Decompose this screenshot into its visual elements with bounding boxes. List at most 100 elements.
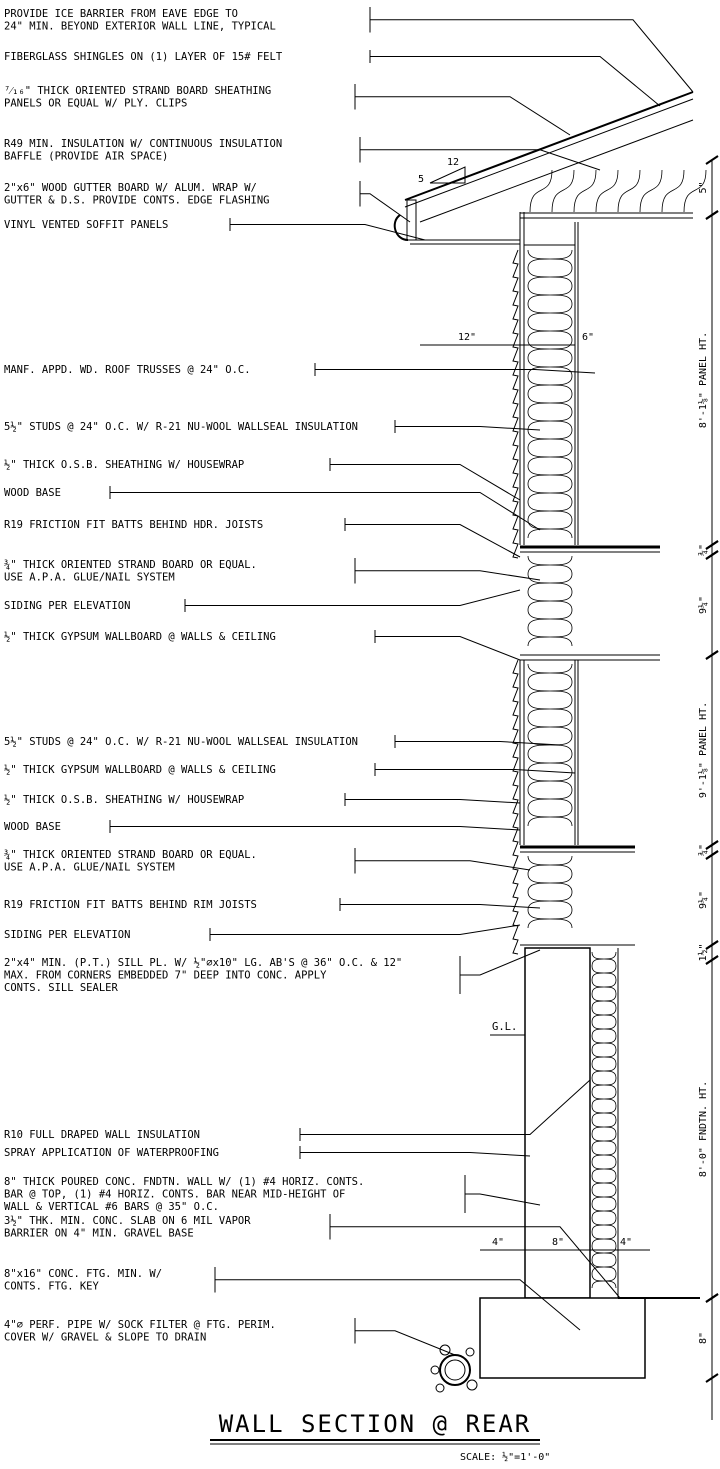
note-10-leader: [110, 492, 541, 531]
note-26: 3½" THK. MIN. CONC. SLAB ON 6 MIL VAPORB…: [4, 1214, 621, 1299]
middle-wall: [512, 659, 579, 955]
dim-wall-offset: 6": [582, 332, 594, 343]
note-3-leader: [355, 96, 571, 136]
note-5-leader: [360, 193, 411, 223]
upper-wall: [512, 212, 579, 559]
note-15-line-1: 5½" STUDS @ 24" O.C. W/ R-21 NU-WOOL WAL…: [4, 736, 358, 748]
note-6: VINYL VENTED SOFFIT PANELS: [4, 218, 426, 241]
note-13-line-1: SIDING PER ELEVATION: [4, 600, 130, 612]
note-17-leader: [345, 799, 521, 804]
note-18-leader: [110, 826, 521, 831]
note-9-leader: [330, 464, 521, 501]
note-15: 5½" STUDS @ 24" O.C. W/ R-21 NU-WOOL WAL…: [4, 735, 561, 748]
note-21-line-1: SIDING PER ELEVATION: [4, 929, 130, 941]
note-2-line-1: FIBERGLASS SHINGLES ON (1) LAYER OF 15# …: [4, 51, 283, 63]
slope-run: 12: [447, 157, 459, 168]
note-19: ¾" THICK ORIENTED STRAND BOARD OR EQUAL.…: [4, 848, 531, 874]
note-5-line-1: 2"x6" WOOD GUTTER BOARD W/ ALUM. WRAP W/: [4, 182, 257, 194]
vdim-label-6: ¾": [697, 844, 709, 856]
dim-ftg-right: 4": [620, 1237, 632, 1248]
note-28-line-1: 4"⌀ PERF. PIPE W/ SOCK FILTER @ FTG. PER…: [4, 1319, 276, 1331]
note-25-line-1: 8" THICK POURED CONC. FNDTN. WALL W/ (1)…: [4, 1176, 364, 1188]
floor-system-1: [520, 545, 660, 661]
note-12: ¾" THICK ORIENTED STRAND BOARD OR EQUAL.…: [4, 558, 541, 584]
note-11: R19 FRICTION FIT BATTS BEHIND HDR. JOIST…: [4, 518, 521, 558]
note-22: 2"x4" MIN. (P.T.) SILL PL. W/ ½"⌀x10" LG…: [4, 949, 541, 994]
note-28: 4"⌀ PERF. PIPE W/ SOCK FILTER @ FTG. PER…: [4, 1318, 456, 1356]
note-16: ½" THICK GYPSUM WALLBOARD @ WALLS & CEIL…: [4, 763, 576, 776]
note-19-line-2: USE A.P.A. GLUE/NAIL SYSTEM: [4, 862, 175, 874]
title-block: WALL SECTION @ REAR SCALE: ½"=1'-0": [210, 1410, 550, 1463]
note-26-line-1: 3½" THK. MIN. CONC. SLAB ON 6 MIL VAPOR: [4, 1215, 251, 1227]
note-27: 8"x16" CONC. FTG. MIN. W/CONTS. FTG. KEY: [4, 1267, 581, 1331]
note-14-leader: [375, 636, 521, 661]
horizontal-dimensions: 12" 6" 4" 8" 4": [420, 332, 650, 1251]
note-4: R49 MIN. INSULATION W/ CONTINUOUS INSULA…: [4, 137, 601, 171]
note-18: WOOD BASE: [4, 820, 521, 833]
note-27-line-2: CONTS. FTG. KEY: [4, 1281, 100, 1293]
note-28-line-2: COVER W/ GRAVEL & SLOPE TO DRAIN: [4, 1332, 206, 1344]
note-27-leader: [215, 1279, 581, 1331]
vdim-label-7: 9¼": [697, 891, 709, 909]
note-14: ½" THICK GYPSUM WALLBOARD @ WALLS & CEIL…: [4, 630, 521, 661]
notes-group: PROVIDE ICE BARRIER FROM EAVE EDGE TO24"…: [4, 7, 694, 1356]
note-25: 8" THICK POURED CONC. FNDTN. WALL W/ (1)…: [4, 1175, 541, 1213]
note-14-line-1: ½" THICK GYPSUM WALLBOARD @ WALLS & CEIL…: [4, 631, 276, 643]
note-17: ½" THICK O.S.B. SHEATHING W/ HOUSEWRAP: [4, 793, 521, 806]
foundation: G.L.: [430, 947, 700, 1393]
note-10: WOOD BASE: [4, 486, 541, 531]
note-8: 5½" STUDS @ 24" O.C. W/ R-21 NU-WOOL WAL…: [4, 420, 541, 433]
note-12-leader: [355, 570, 541, 581]
slope-rise: 5: [418, 174, 424, 185]
note-9-line-1: ½" THICK O.S.B. SHEATHING W/ HOUSEWRAP: [4, 459, 244, 471]
note-17-line-1: ½" THICK O.S.B. SHEATHING W/ HOUSEWRAP: [4, 794, 244, 806]
note-23: R10 FULL DRAPED WALL INSULATION: [4, 1079, 591, 1141]
drawing-title: WALL SECTION @ REAR: [219, 1410, 532, 1438]
note-12-line-2: USE A.P.A. GLUE/NAIL SYSTEM: [4, 572, 175, 584]
note-8-line-1: 5½" STUDS @ 24" O.C. W/ R-21 NU-WOOL WAL…: [4, 421, 358, 433]
dim-ftg-left: 4": [492, 1237, 504, 1248]
note-1-line-1: PROVIDE ICE BARRIER FROM EAVE EDGE TO: [4, 8, 238, 20]
vdim-label-4: 9¼": [697, 596, 709, 614]
note-6-line-1: VINYL VENTED SOFFIT PANELS: [4, 219, 168, 231]
vdim-label-9: 8'-0" FNDTN. HT.: [698, 1081, 709, 1177]
vertical-dimensions: 5"8'-1⅛" PANEL HT.¾"9¼"9'-1⅛" PANEL HT.¾…: [697, 155, 719, 1420]
note-12-line-1: ¾" THICK ORIENTED STRAND BOARD OR EQUAL.: [4, 559, 257, 571]
dim-ftg-wall: 8": [552, 1237, 564, 1248]
note-19-leader: [355, 860, 531, 871]
drawing-scale: SCALE: ½"=1'-0": [460, 1451, 550, 1463]
note-16-leader: [375, 769, 576, 774]
note-21: SIDING PER ELEVATION: [4, 924, 521, 941]
note-26-line-2: BARRIER ON 4" MIN. GRAVEL BASE: [4, 1228, 194, 1240]
note-16-line-1: ½" THICK GYPSUM WALLBOARD @ WALLS & CEIL…: [4, 764, 276, 776]
note-28-leader: [355, 1330, 456, 1356]
floor-system-2: [520, 845, 635, 946]
note-18-line-1: WOOD BASE: [4, 821, 61, 833]
note-1-line-2: 24" MIN. BEYOND EXTERIOR WALL LINE, TYPI…: [4, 21, 276, 33]
note-26-leader: [330, 1226, 621, 1299]
note-24: SPRAY APPLICATION OF WATERPROOFING: [4, 1146, 531, 1159]
note-20-line-1: R19 FRICTION FIT BATTS BEHIND RIM JOISTS: [4, 899, 257, 911]
note-10-line-1: WOOD BASE: [4, 487, 61, 499]
note-22-line-3: CONTS. SILL SEALER: [4, 982, 118, 994]
note-19-line-1: ¾" THICK ORIENTED STRAND BOARD OR EQUAL.: [4, 849, 257, 861]
note-3-line-2: PANELS OR EQUAL W/ PLY. CLIPS: [4, 98, 187, 110]
note-23-line-1: R10 FULL DRAPED WALL INSULATION: [4, 1129, 200, 1141]
vdim-label-1: 5": [698, 181, 709, 193]
slope-indicator: 12 5: [418, 157, 466, 185]
note-6-leader: [230, 224, 426, 241]
note-11-leader: [345, 524, 521, 558]
note-4-line-2: BAFFLE (PROVIDE AIR SPACE): [4, 151, 168, 163]
note-22-line-1: 2"x4" MIN. (P.T.) SILL PL. W/ ½"⌀x10" LG…: [4, 957, 402, 969]
note-21-leader: [210, 924, 521, 935]
roof-assembly: [393, 91, 707, 245]
note-1-leader: [370, 19, 694, 93]
note-3: ⁷⁄₁₆" THICK ORIENTED STRAND BOARD SHEATH…: [4, 84, 571, 136]
note-5: 2"x6" WOOD GUTTER BOARD W/ ALUM. WRAP W/…: [4, 181, 411, 223]
note-2: FIBERGLASS SHINGLES ON (1) LAYER OF 15# …: [4, 50, 661, 107]
note-7: MANF. APPD. WD. ROOF TRUSSES @ 24" O.C.: [4, 363, 596, 376]
note-7-line-1: MANF. APPD. WD. ROOF TRUSSES @ 24" O.C.: [4, 364, 251, 376]
grade-label: G.L.: [492, 1021, 517, 1033]
vdim-label-8: 1½": [697, 943, 709, 961]
